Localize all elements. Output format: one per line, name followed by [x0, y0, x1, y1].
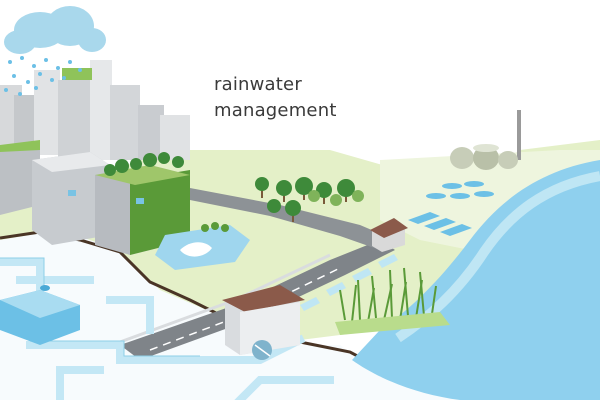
wetland-reeds: [339, 267, 437, 323]
diagram-title: rainwater management: [214, 72, 384, 124]
wetland-base: [335, 312, 450, 335]
treatment-plant: [450, 110, 521, 170]
diagram-title-line1: rainwater: [214, 74, 302, 95]
rain-drops: [4, 56, 82, 96]
rain-cloud: [4, 6, 106, 54]
treatment-basins: [408, 181, 494, 236]
diagram-title-line2: management: [214, 100, 337, 121]
road-markings: [149, 267, 341, 351]
rooftop-trees: [104, 152, 184, 176]
green-roof-building-center: [32, 152, 110, 245]
city-skyline: [0, 60, 190, 160]
green-roof-building-left: [0, 140, 40, 215]
storage-tank: [0, 285, 80, 345]
pump-station: [222, 285, 305, 360]
river: [352, 160, 600, 400]
flow-arrows: [300, 254, 398, 311]
tree-cluster: [255, 177, 364, 222]
retention-pond: [155, 222, 250, 270]
underground-pipes-outline: [0, 257, 200, 357]
outflow-house-right: [370, 218, 408, 252]
